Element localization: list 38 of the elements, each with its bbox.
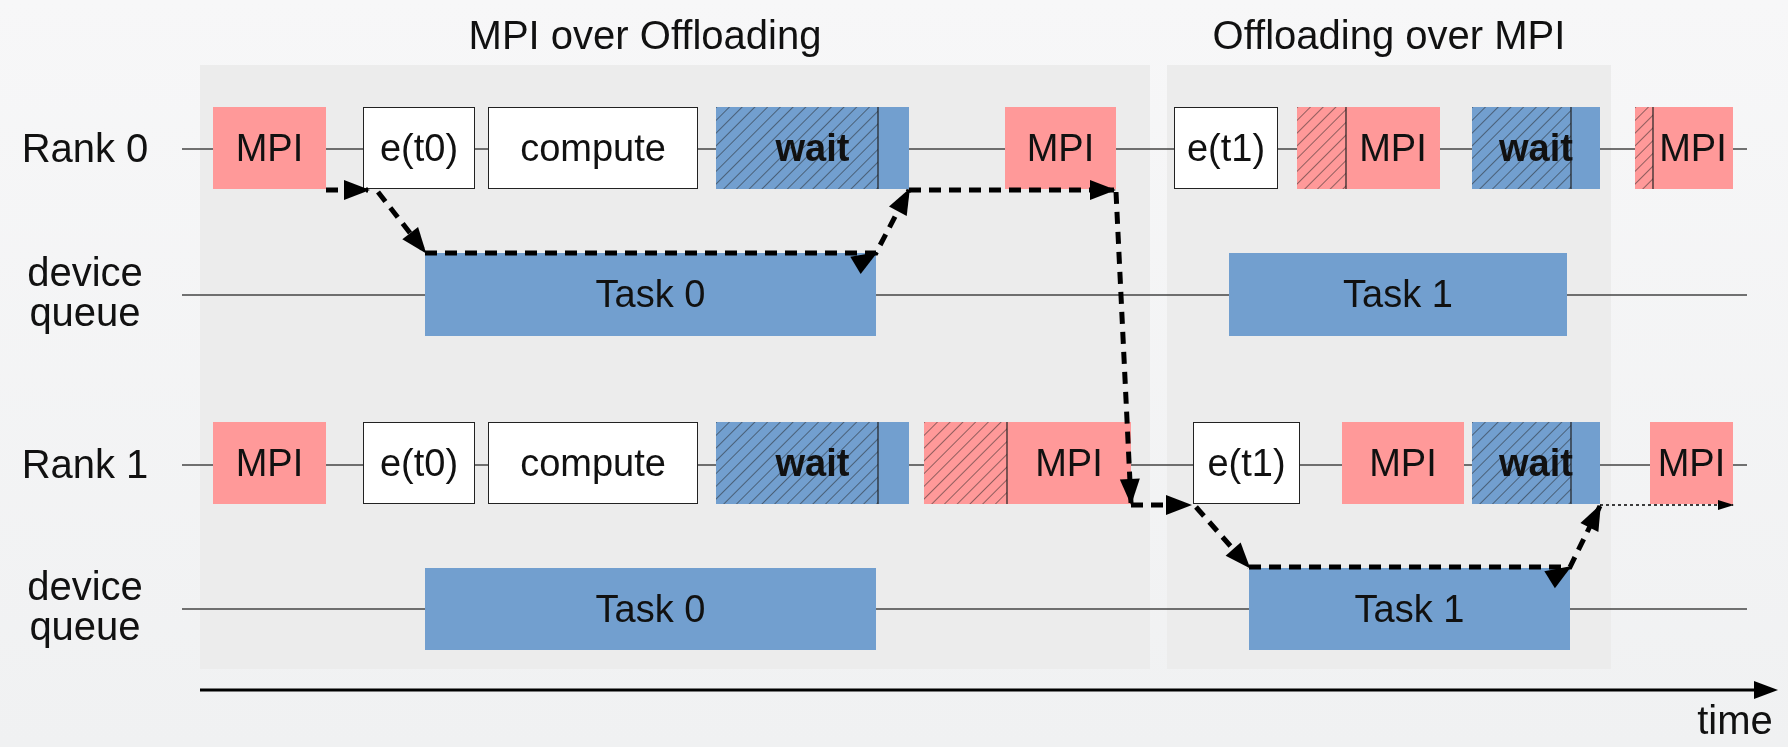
panel-title: MPI over Offloading — [468, 15, 822, 55]
event-box: e(t1) — [1174, 107, 1278, 189]
mpi-block: MPI — [924, 422, 1131, 504]
mpi-block: MPI — [1635, 107, 1733, 189]
mpi-block: MPI — [213, 107, 326, 189]
task-bar: Task 1 — [1249, 568, 1570, 650]
mpi-block: MPI — [1297, 107, 1440, 189]
mpi-block: MPI — [213, 422, 326, 504]
event-box: e(t1) — [1193, 422, 1300, 504]
row-label: Rank 0 — [20, 128, 150, 168]
arrow — [1194, 505, 1251, 569]
task-bar: Task 0 — [425, 568, 876, 650]
axis-label: time — [1696, 700, 1774, 740]
arrow — [425, 188, 912, 274]
mpi-block: MPI — [1342, 422, 1464, 504]
arrow — [326, 180, 370, 200]
event-box: e(t0) — [363, 107, 475, 189]
event-box: e(t0) — [363, 422, 475, 504]
wait-block: wait — [716, 422, 909, 504]
arrow — [909, 180, 1116, 200]
task-bar: Task 0 — [425, 253, 876, 336]
mpi-block: MPI — [1650, 422, 1733, 504]
row-label: device queue — [26, 252, 144, 332]
mpi-block: MPI — [1005, 107, 1116, 189]
wait-block: wait — [716, 107, 909, 189]
arrow — [1249, 504, 1603, 589]
arrow — [1131, 495, 1192, 515]
arrow — [376, 190, 427, 254]
task-bar: Task 1 — [1229, 253, 1567, 336]
row-label: device queue — [26, 566, 144, 646]
compute-box: compute — [488, 107, 698, 189]
wait-block: wait — [1472, 422, 1600, 504]
arrow — [1113, 191, 1140, 505]
panel-title: Offloading over MPI — [1212, 15, 1566, 55]
arrow — [1599, 500, 1734, 510]
compute-box: compute — [488, 422, 698, 504]
wait-block: wait — [1472, 107, 1600, 189]
row-label: Rank 1 — [20, 444, 150, 484]
